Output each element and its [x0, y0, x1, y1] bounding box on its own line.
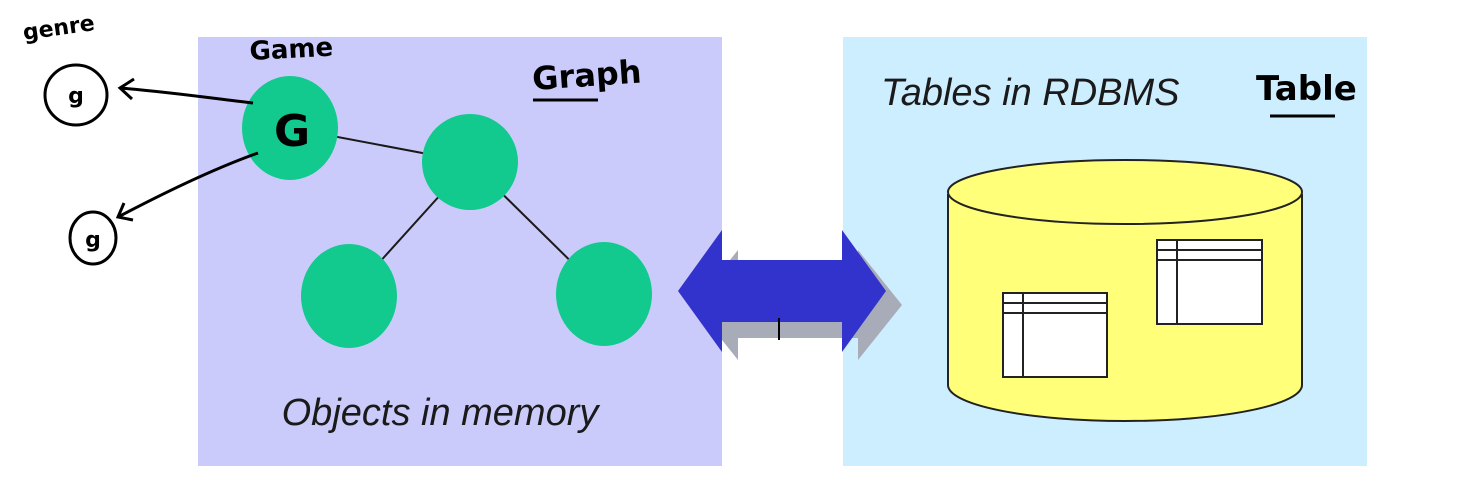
arrow-head-genre-2 — [115, 202, 134, 222]
genre-circle-1-letter: g — [68, 84, 84, 109]
cylinder-top — [947, 159, 1303, 225]
handwritten-graph: Graph — [531, 52, 643, 98]
handwritten-genre: genre — [21, 11, 96, 46]
right-object-node — [556, 242, 652, 346]
table-grid-left — [1002, 292, 1108, 378]
genre-circle-2 — [68, 210, 118, 266]
table-grid-icon — [1002, 239, 1263, 378]
handwritten-annotations: genre Game Graph Table G g g — [21, 11, 1357, 266]
handwritten-table: Table — [1256, 69, 1357, 109]
game-node-letter: G — [274, 106, 310, 157]
handwritten-game: Game — [249, 33, 334, 67]
arrow-game-to-genre-2 — [119, 151, 259, 218]
genre-circle-2-letter: g — [85, 228, 101, 253]
arrow-head-genre-1 — [117, 77, 135, 101]
center-object-node — [422, 114, 518, 210]
left-object-node — [301, 244, 397, 348]
table-grid-right — [1156, 239, 1263, 325]
memory-caption: Objects in memory — [282, 392, 601, 434]
arrow-body — [678, 230, 886, 352]
arrow-game-to-genre-1 — [119, 86, 254, 105]
rdbms-caption: Tables in RDBMS — [881, 72, 1180, 114]
double-headed-arrow-icon — [678, 230, 902, 360]
genre-circle-1 — [43, 63, 109, 127]
game-object-node — [242, 76, 338, 180]
